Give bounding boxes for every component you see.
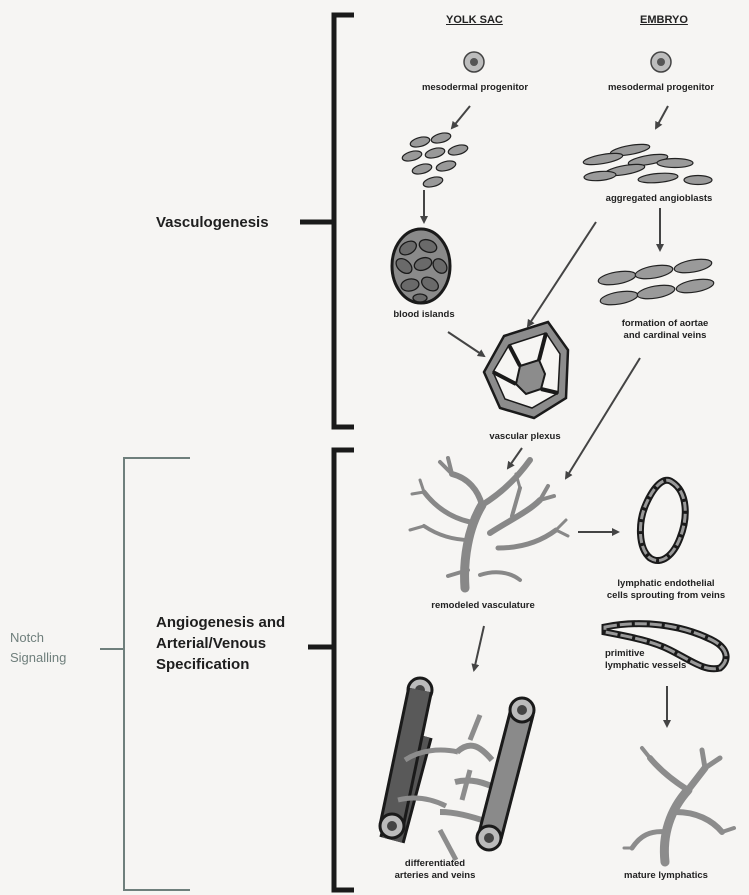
blood-island-icon	[392, 229, 450, 303]
yolk-sac-header: YOLK SAC	[446, 14, 503, 26]
lymphatic-sprouting-icon	[640, 480, 685, 560]
primitive-lymphatic-label-line1: primitive	[605, 648, 645, 659]
differentiated-arteries-veins-icon	[380, 678, 534, 860]
mesodermal-progenitor-label-yolk: mesodermal progenitor	[386, 82, 564, 93]
remodeled-vasculature-label: remodeled vasculature	[398, 600, 568, 611]
embryo-header: EMBRYO	[640, 14, 688, 26]
blood-islands-label: blood islands	[366, 309, 482, 320]
mesodermal-progenitor-cell-embryo	[651, 52, 671, 72]
angiogenesis-bracket	[308, 450, 354, 890]
vascular-plexus-label: vascular plexus	[460, 431, 590, 442]
vasculogenesis-label: Vasculogenesis	[156, 212, 269, 233]
notch-label-line1: Notch	[10, 628, 44, 647]
mature-lymphatics-icon	[624, 748, 734, 862]
mature-lymphatics-label: mature lymphatics	[596, 870, 736, 881]
lymphatic-endothelial-label-line2: cells sprouting from veins	[584, 590, 748, 601]
vasculogenesis-bracket	[300, 15, 354, 427]
mesodermal-progenitor-label-embryo: mesodermal progenitor	[576, 82, 746, 93]
yolk-angioblast-cluster	[401, 131, 469, 189]
remodeled-vasculature-icon	[410, 458, 568, 588]
primitive-lymphatic-label-line2: lymphatic vessels	[605, 660, 686, 671]
aggregated-angioblasts-label: aggregated angioblasts	[576, 193, 742, 204]
angiogenesis-label-line2: Arterial/Venous	[156, 633, 266, 654]
angiogenesis-label-line3: Specification	[156, 654, 249, 675]
differentiated-label-line2: arteries and veins	[370, 870, 500, 881]
vascular-plexus-icon	[484, 322, 568, 418]
differentiated-label-line1: differentiated	[370, 858, 500, 869]
angiogenesis-label-line1: Angiogenesis and	[156, 612, 285, 633]
aortae-cardinal-veins-icon	[597, 257, 715, 307]
aortae-label-line2: and cardinal veins	[590, 330, 740, 341]
aortae-label-line1: formation of aortae	[590, 318, 740, 329]
mesodermal-progenitor-cell-yolk	[464, 52, 484, 72]
notch-label-line2: Signalling	[10, 648, 66, 667]
aggregated-angioblasts-icon	[583, 142, 712, 184]
lymphatic-endothelial-label-line1: lymphatic endothelial	[584, 578, 748, 589]
